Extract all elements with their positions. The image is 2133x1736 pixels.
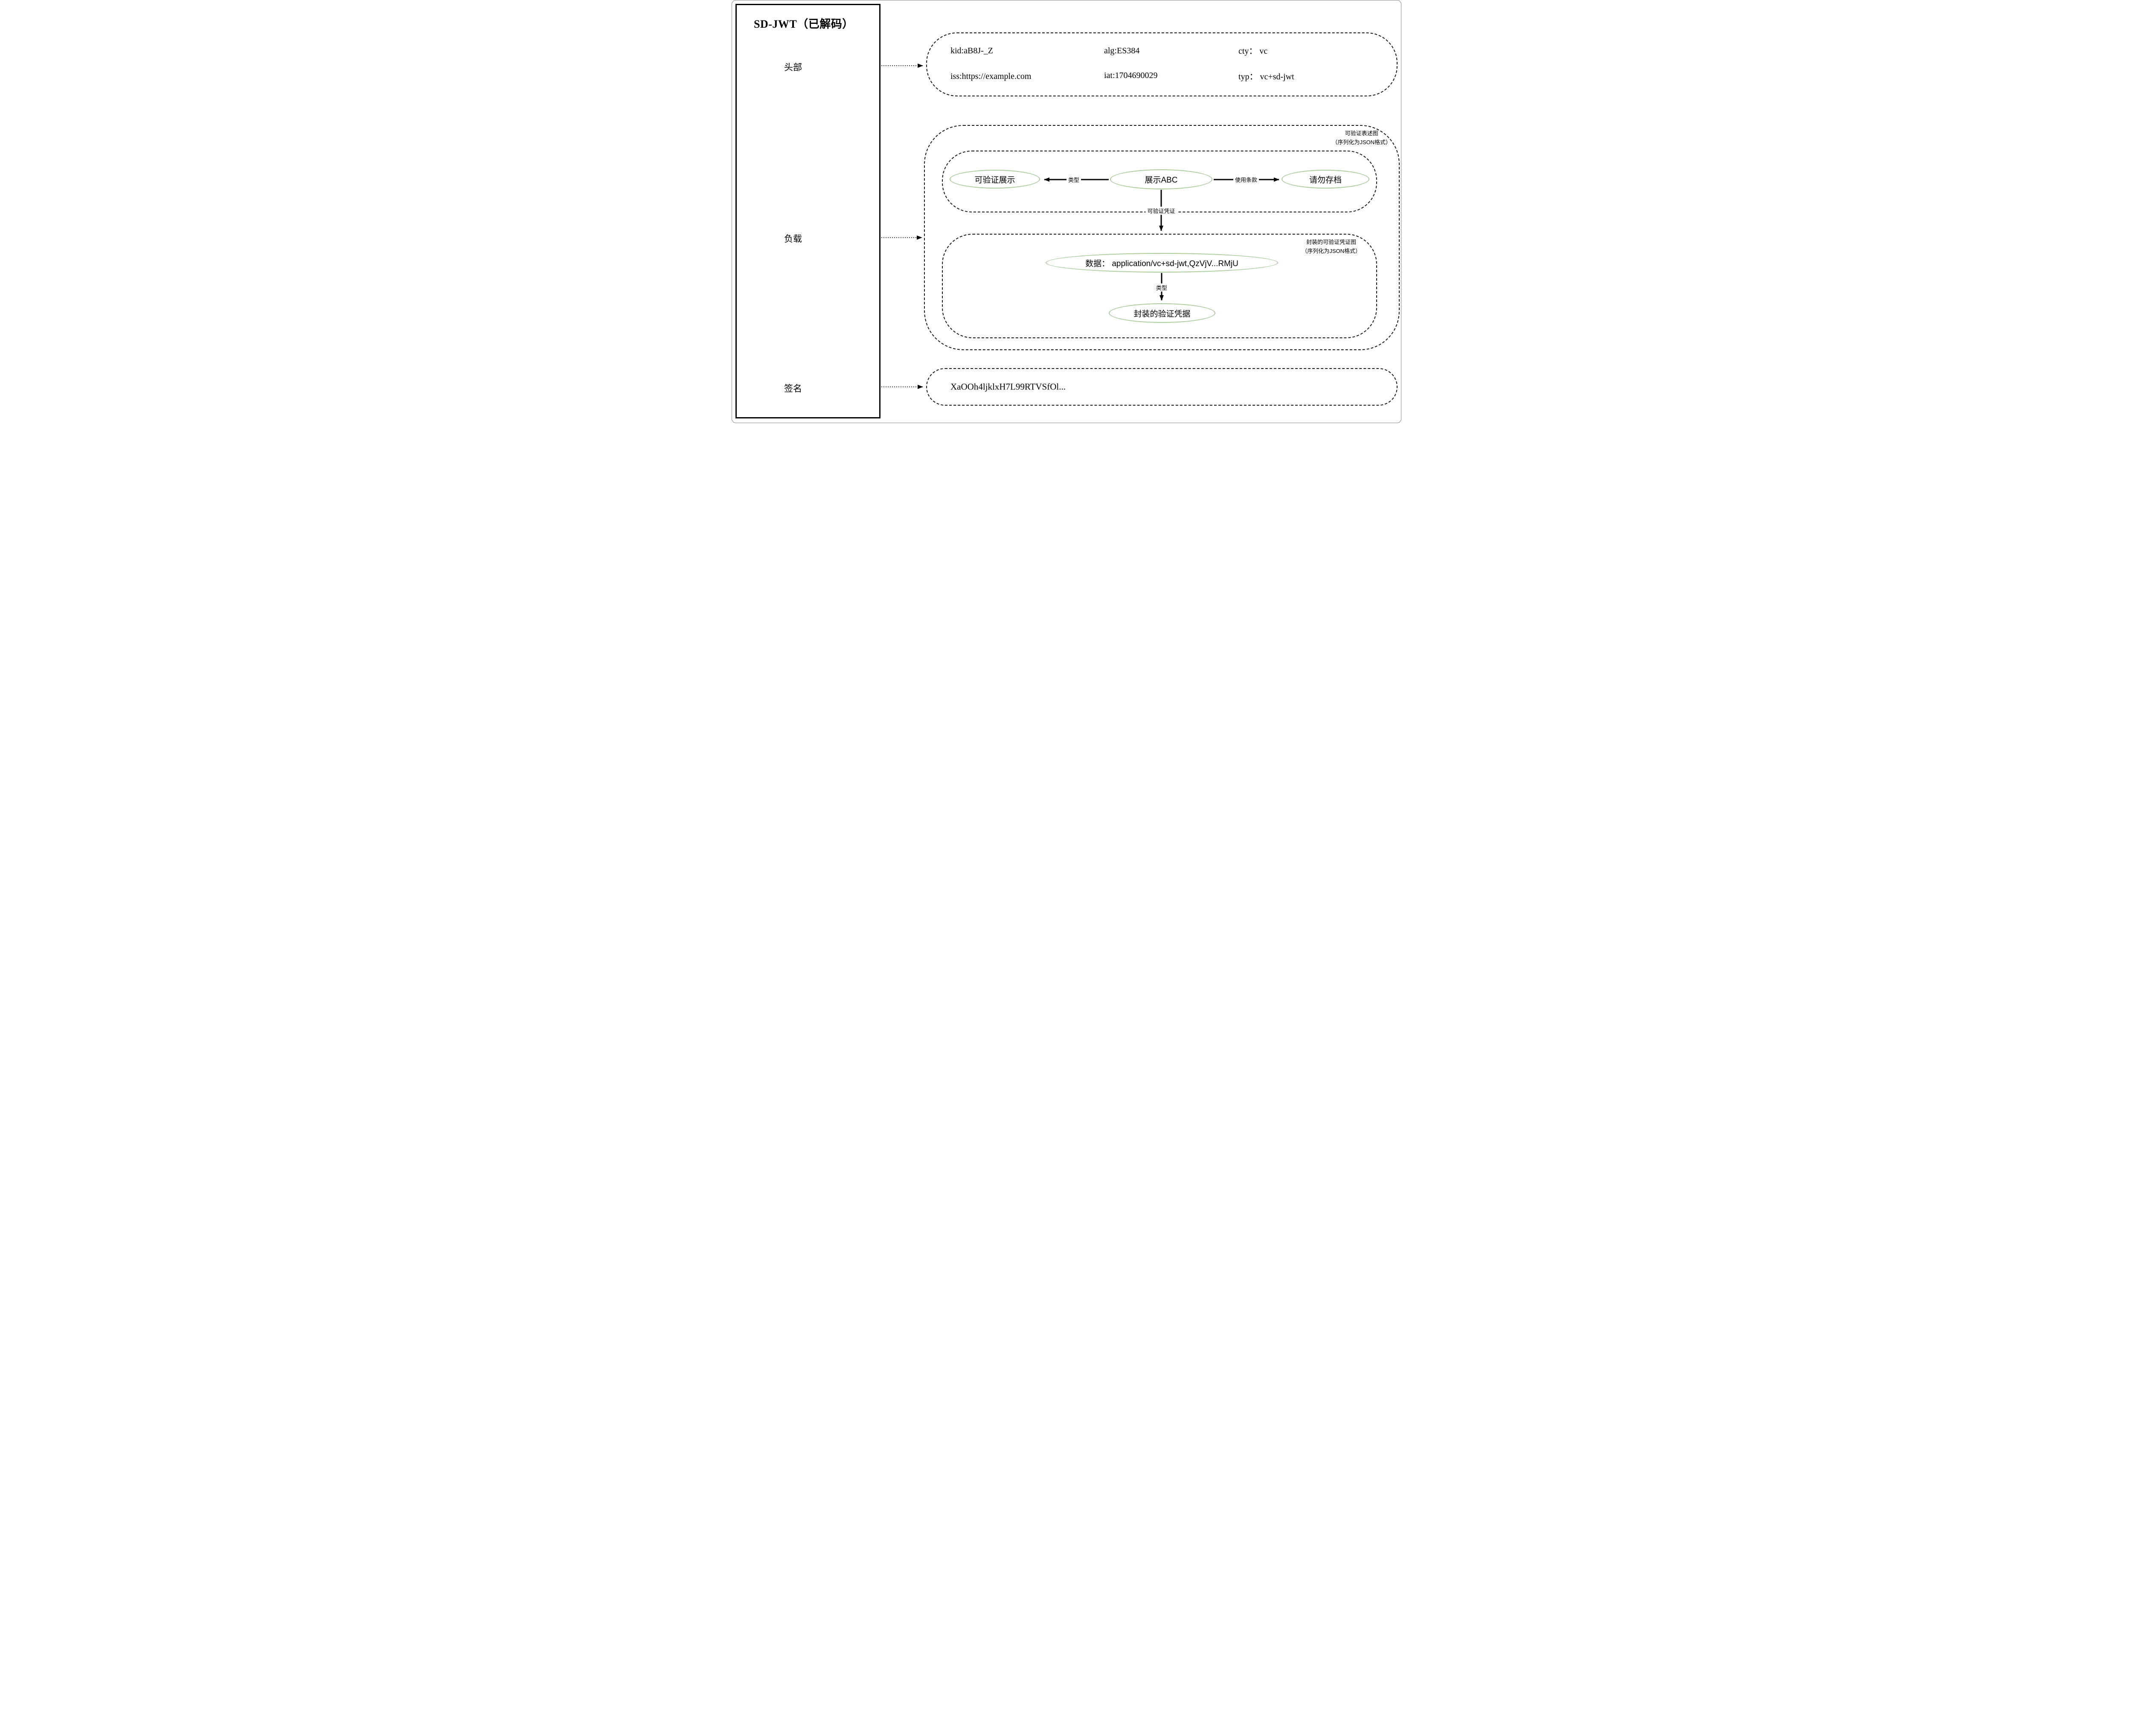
type-edge-label: 类型 — [1066, 175, 1081, 184]
evc-type-edge-label: 类型 — [1154, 283, 1169, 292]
header-field-alg: alg:ES384 — [1104, 46, 1140, 55]
evc-graph-caption-line2: （序列化为JSON格式） — [1302, 247, 1361, 254]
header-field-kid: kid:aB8J-_Z — [950, 46, 993, 55]
header-box: kid:aB8J-_Z alg:ES384 cty： vc iss:https:… — [926, 32, 1398, 96]
signature-box: XaOOh4ljklxH7L99RTVSfOl... — [926, 368, 1398, 406]
vp-graph-caption-line2: （序列化为JSON格式） — [1332, 139, 1391, 145]
header-row-label: 头部 — [784, 62, 802, 73]
do-not-archive-node: 请勿存档 — [1282, 170, 1369, 189]
sdjwt-panel: SD-JWT（已解码） — [735, 4, 881, 418]
terms-edge-label: 使用条款 — [1233, 175, 1259, 184]
diagram-canvas: SD-JWT（已解码） 头部 负载 签名 kid:aB8J-_Z alg:ES3… — [732, 0, 1401, 423]
data-node: 数据： application/vc+sd-jwt,QzVjV...RMjU — [1046, 253, 1278, 273]
presentation-abc-node: 展示ABC — [1110, 169, 1212, 189]
vp-graph-caption: 可验证表述图 （序列化为JSON格式） — [1332, 129, 1391, 147]
evc-graph-caption: 封装的可验证凭证图 （序列化为JSON格式） — [1302, 238, 1361, 256]
vp-graph-caption-line1: 可验证表述图 — [1345, 130, 1378, 136]
evc-graph-caption-line1: 封装的可验证凭证图 — [1306, 239, 1357, 245]
signature-value: XaOOh4ljklxH7L99RTVSfOl... — [950, 381, 1066, 392]
payload-row-label: 负载 — [784, 234, 802, 244]
evc-graph-box: 封装的可验证凭证图 （序列化为JSON格式） — [942, 234, 1377, 338]
enveloped-credential-node: 封装的验证凭据 — [1109, 303, 1215, 323]
verifiable-presentation-node: 可验证展示 — [950, 170, 1040, 189]
vc-edge-label: 可验证凭证 — [1145, 206, 1177, 215]
header-field-iss: iss:https://example.com — [950, 72, 1032, 81]
panel-title: SD-JWT（已解码） — [754, 18, 854, 30]
header-field-iat: iat:1704690029 — [1104, 71, 1158, 80]
header-field-cty: cty： vc — [1238, 46, 1268, 56]
signature-row-label: 签名 — [784, 383, 802, 394]
header-field-typ: typ： vc+sd-jwt — [1238, 72, 1294, 81]
